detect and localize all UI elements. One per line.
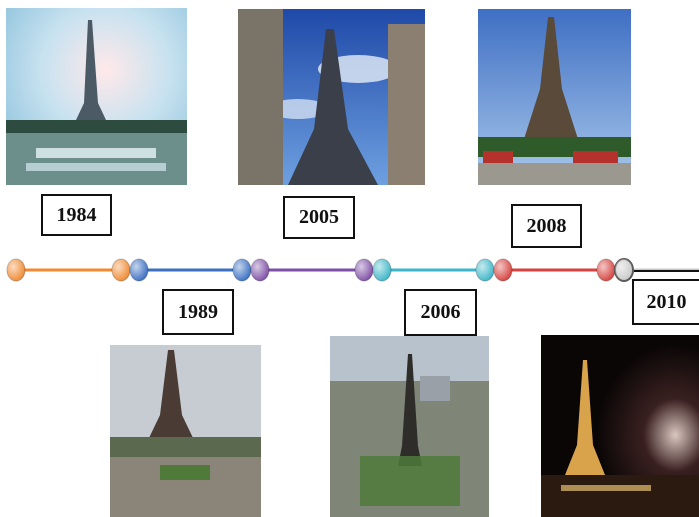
timeline-node-2006 <box>475 258 495 282</box>
year-label-2005: 2005 <box>283 196 355 239</box>
timeline-node-1989 <box>232 258 252 282</box>
year-label-2008: 2008 <box>511 204 582 248</box>
timeline-node-2005 <box>250 258 270 282</box>
timeline-node-1984 <box>6 258 26 282</box>
photo-2006 <box>330 336 489 517</box>
year-label-2010-top-edge <box>634 270 699 272</box>
photo-2008 <box>478 9 631 185</box>
timeline-node-2005 <box>354 258 374 282</box>
year-label-1989: 1989 <box>162 289 234 335</box>
timeline-node-2006 <box>372 258 392 282</box>
timeline <box>6 258 699 282</box>
photo-1984 <box>6 8 187 185</box>
timeline-node-2010 <box>614 258 634 282</box>
year-label-1984: 1984 <box>41 194 112 236</box>
timeline-node-2008 <box>493 258 513 282</box>
photo-2005 <box>238 9 425 185</box>
photo-2010 <box>541 335 699 517</box>
timeline-node-2008 <box>596 258 616 282</box>
photo-1989 <box>110 345 261 517</box>
timeline-node-1989 <box>129 258 149 282</box>
year-label-2010: 2010 <box>632 279 699 325</box>
year-label-2006: 2006 <box>404 289 477 336</box>
timeline-node-1984 <box>111 258 131 282</box>
